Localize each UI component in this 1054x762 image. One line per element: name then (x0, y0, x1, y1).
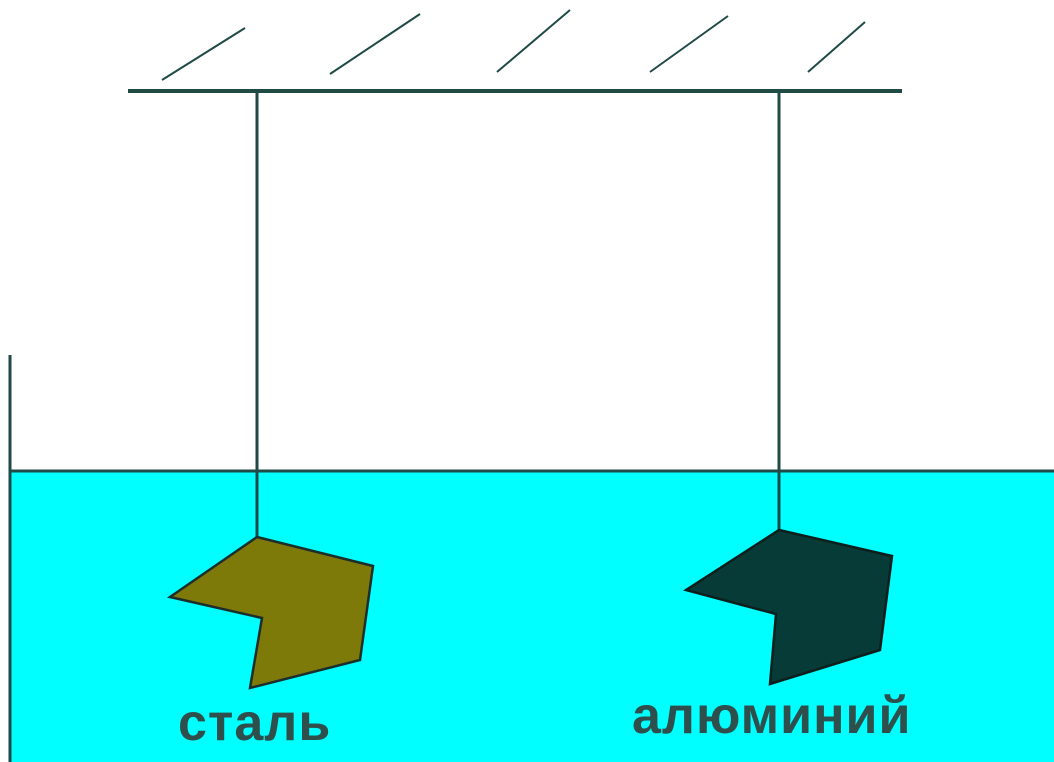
hatch-mark (807, 21, 866, 73)
steel-label: сталь (178, 694, 332, 752)
ceiling-hatching (161, 9, 866, 81)
aluminium-body (682, 528, 894, 686)
hatch-mark (649, 15, 729, 73)
steel-body (166, 535, 375, 690)
hatch-mark (329, 13, 421, 75)
hatch-mark (161, 27, 246, 81)
aluminium-label: алюминий (632, 687, 912, 745)
hatch-mark (496, 9, 571, 73)
